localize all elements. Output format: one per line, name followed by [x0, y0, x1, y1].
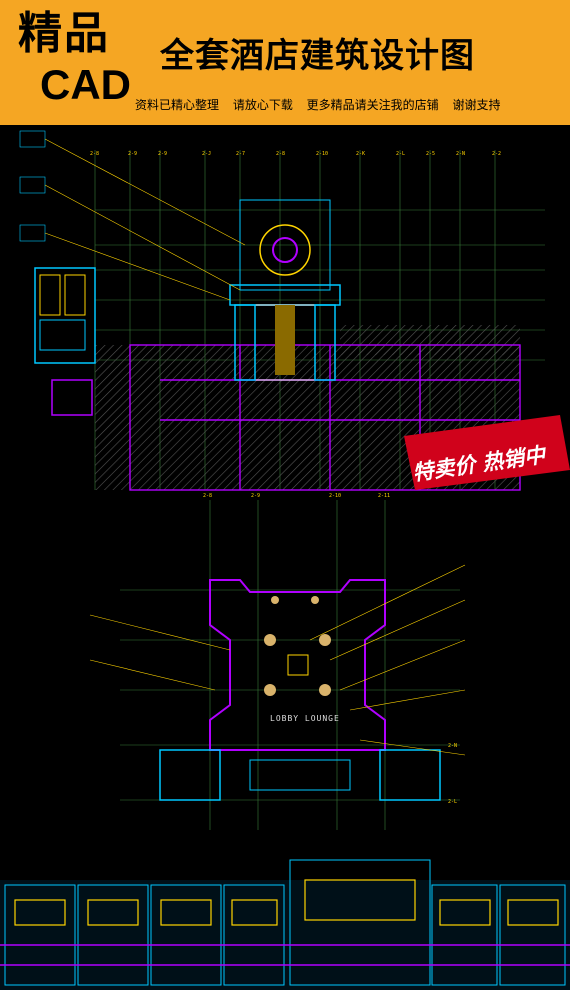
callout-lines [19, 130, 246, 301]
page-title: 全套酒店建筑设计图 [160, 36, 475, 76]
svg-text:2-9: 2-9 [158, 151, 167, 157]
lobby-tick-labels: 2-8 2-9 2-10 2-11 2-N 2-L [203, 493, 457, 805]
cad-drawing: 2-8 2-9 2-9 2-J 2-7 2-8 2-10 2-K 2-L 2-5 2-N 2-2… [0, 130, 570, 990]
subtitle: 资料已精心整理 请放心下载 更多精品请关注我的店铺 谢谢支持 [135, 98, 501, 112]
svg-text:2-J: 2-J [202, 151, 211, 157]
svg-text:2-9: 2-9 [128, 151, 137, 157]
svg-text:2-7: 2-7 [236, 151, 245, 157]
promo-badge-shape [404, 415, 570, 490]
svg-text:2-8: 2-8 [276, 151, 285, 157]
svg-text:2-N: 2-N [448, 743, 457, 749]
svg-text:2-11: 2-11 [378, 493, 390, 499]
svg-text:2-9: 2-9 [251, 493, 260, 499]
lounge-furniture [264, 596, 331, 696]
logo-text-top: 精品 [18, 8, 110, 59]
left-details [34, 267, 96, 416]
svg-text:2-N: 2-N [456, 151, 465, 157]
guestroom-strip [0, 859, 570, 990]
svg-text:2-8: 2-8 [203, 493, 212, 499]
svg-text:2-L: 2-L [396, 151, 405, 157]
lobby-walls [159, 579, 441, 801]
svg-text:2-8: 2-8 [90, 151, 99, 157]
svg-text:2-2: 2-2 [492, 151, 501, 157]
tick-labels-top: 2-8 2-9 2-9 2-J 2-7 2-8 2-10 2-K 2-L 2-5 2-N 2-2 [90, 151, 501, 157]
central-pavilion [229, 199, 341, 381]
svg-text:2-5: 2-5 [426, 151, 435, 157]
logo-text-bottom: CAD [40, 61, 131, 108]
lobby-callouts [89, 564, 466, 756]
lobby-grid [120, 500, 460, 830]
svg-text:2-K: 2-K [356, 151, 365, 157]
svg-text:2-10: 2-10 [316, 151, 328, 157]
room-label: LOBBY LOUNGE [270, 714, 340, 723]
walls-upper [129, 344, 521, 491]
svg-text:2-10: 2-10 [329, 493, 341, 499]
header-banner: 精品 CAD 全套酒店建筑设计图 资料已精心整理 请放心下载 更多精品请关注我的… [0, 0, 570, 125]
svg-text:2-L: 2-L [448, 799, 457, 805]
